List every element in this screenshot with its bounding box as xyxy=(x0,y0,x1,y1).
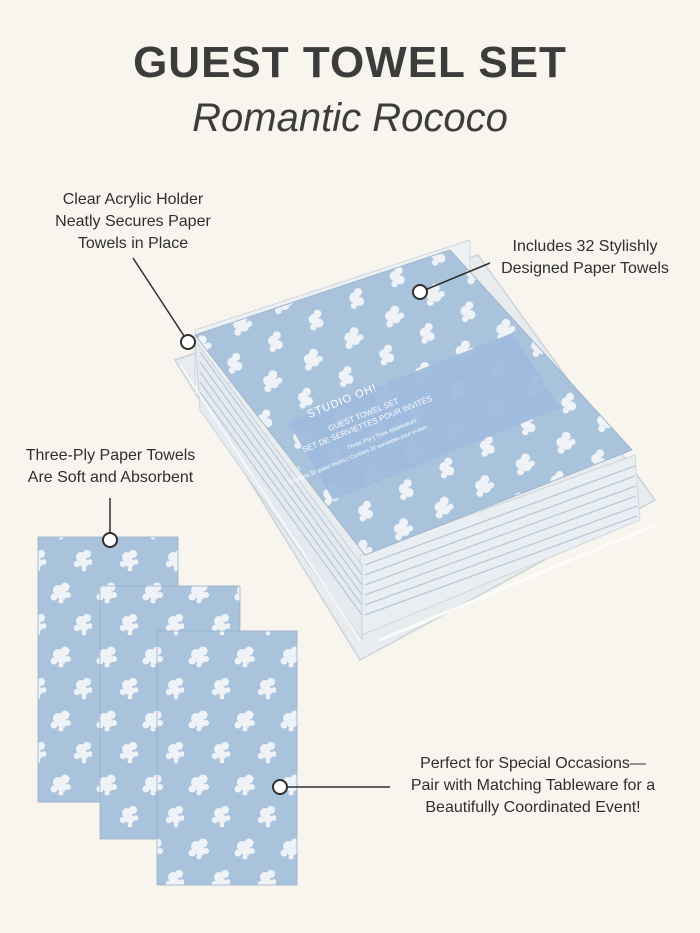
callout-towel-count: Includes 32 Stylishly Designed Paper Tow… xyxy=(485,236,685,280)
callout-occasions: Perfect for Special Occasions— Pair with… xyxy=(383,753,683,819)
callout-holder: Clear Acrylic Holder Neatly Secures Pape… xyxy=(28,189,238,255)
callout-occasions-line1: Perfect for Special Occasions— xyxy=(420,755,646,772)
page-subtitle: Romantic Rococo xyxy=(192,96,508,140)
callout-lines xyxy=(102,257,491,795)
callout-three-ply-line2: Are Soft and Absorbent xyxy=(27,469,194,486)
callout-three-ply-line1: Three-Ply Paper Towels xyxy=(25,447,196,464)
callout-holder-line3: Towels in Place xyxy=(77,235,189,252)
callout-holder-line2: Neatly Secures Paper xyxy=(55,213,211,230)
callout-holder-line1: Clear Acrylic Holder xyxy=(62,191,204,208)
callout-occasions-line3: Beautifully Coordinated Event! xyxy=(425,799,641,816)
callout-towel-count-line2: Designed Paper Towels xyxy=(501,260,669,277)
acrylic-holder xyxy=(173,239,657,661)
paper-towels xyxy=(37,536,298,886)
callout-three-ply: Three-Ply Paper Towels Are Soft and Abso… xyxy=(8,445,213,489)
page-title: GUEST TOWEL SET xyxy=(133,38,567,87)
callout-towel-count-line1: Includes 32 Stylishly xyxy=(512,238,658,255)
callout-occasions-line2: Pair with Matching Tableware for a xyxy=(410,777,656,794)
